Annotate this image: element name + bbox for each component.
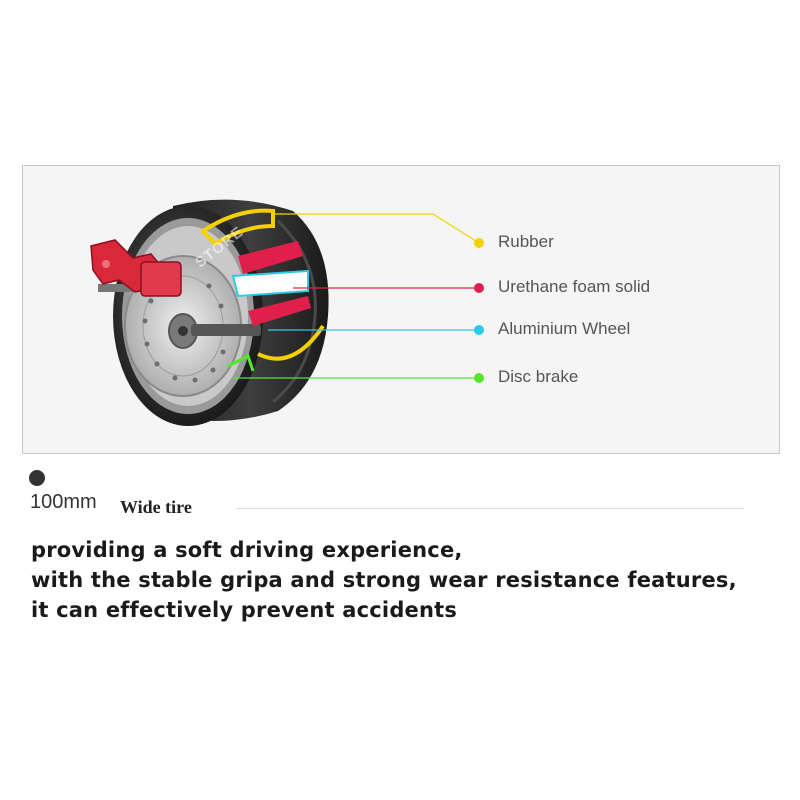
tire-diagram-panel: Rubber Urethane foam solid Aluminium Whe…: [22, 165, 780, 454]
description-line: it can effectively prevent accidents: [31, 598, 458, 622]
description-line: with the stable gripa and strong wear re…: [31, 568, 737, 592]
description-line: providing a soft driving experience,: [31, 538, 463, 562]
cutaway-sections: [199, 208, 325, 372]
bullet-icon: [29, 470, 45, 486]
axle: [191, 324, 261, 336]
tire-size-value: 100mm: [30, 491, 97, 513]
callout-label-disc-brake: Disc brake: [498, 367, 579, 386]
disc-brake-marker-icon: [474, 373, 484, 383]
rubber-marker-icon: [474, 238, 484, 248]
callout-leaders: [233, 213, 484, 383]
tire-size-label: Wide tire: [120, 497, 192, 517]
callout-label-aluminium: Aluminium Wheel: [498, 319, 631, 338]
brake-caliper: [90, 239, 182, 297]
divider-line: [236, 508, 744, 509]
callout-label-rubber: Rubber: [498, 232, 554, 251]
aluminium-marker-icon: [474, 325, 484, 335]
callout-label-urethane: Urethane foam solid: [498, 277, 651, 296]
urethane-marker-icon: [474, 283, 484, 293]
wheel-illustration: [90, 199, 484, 426]
